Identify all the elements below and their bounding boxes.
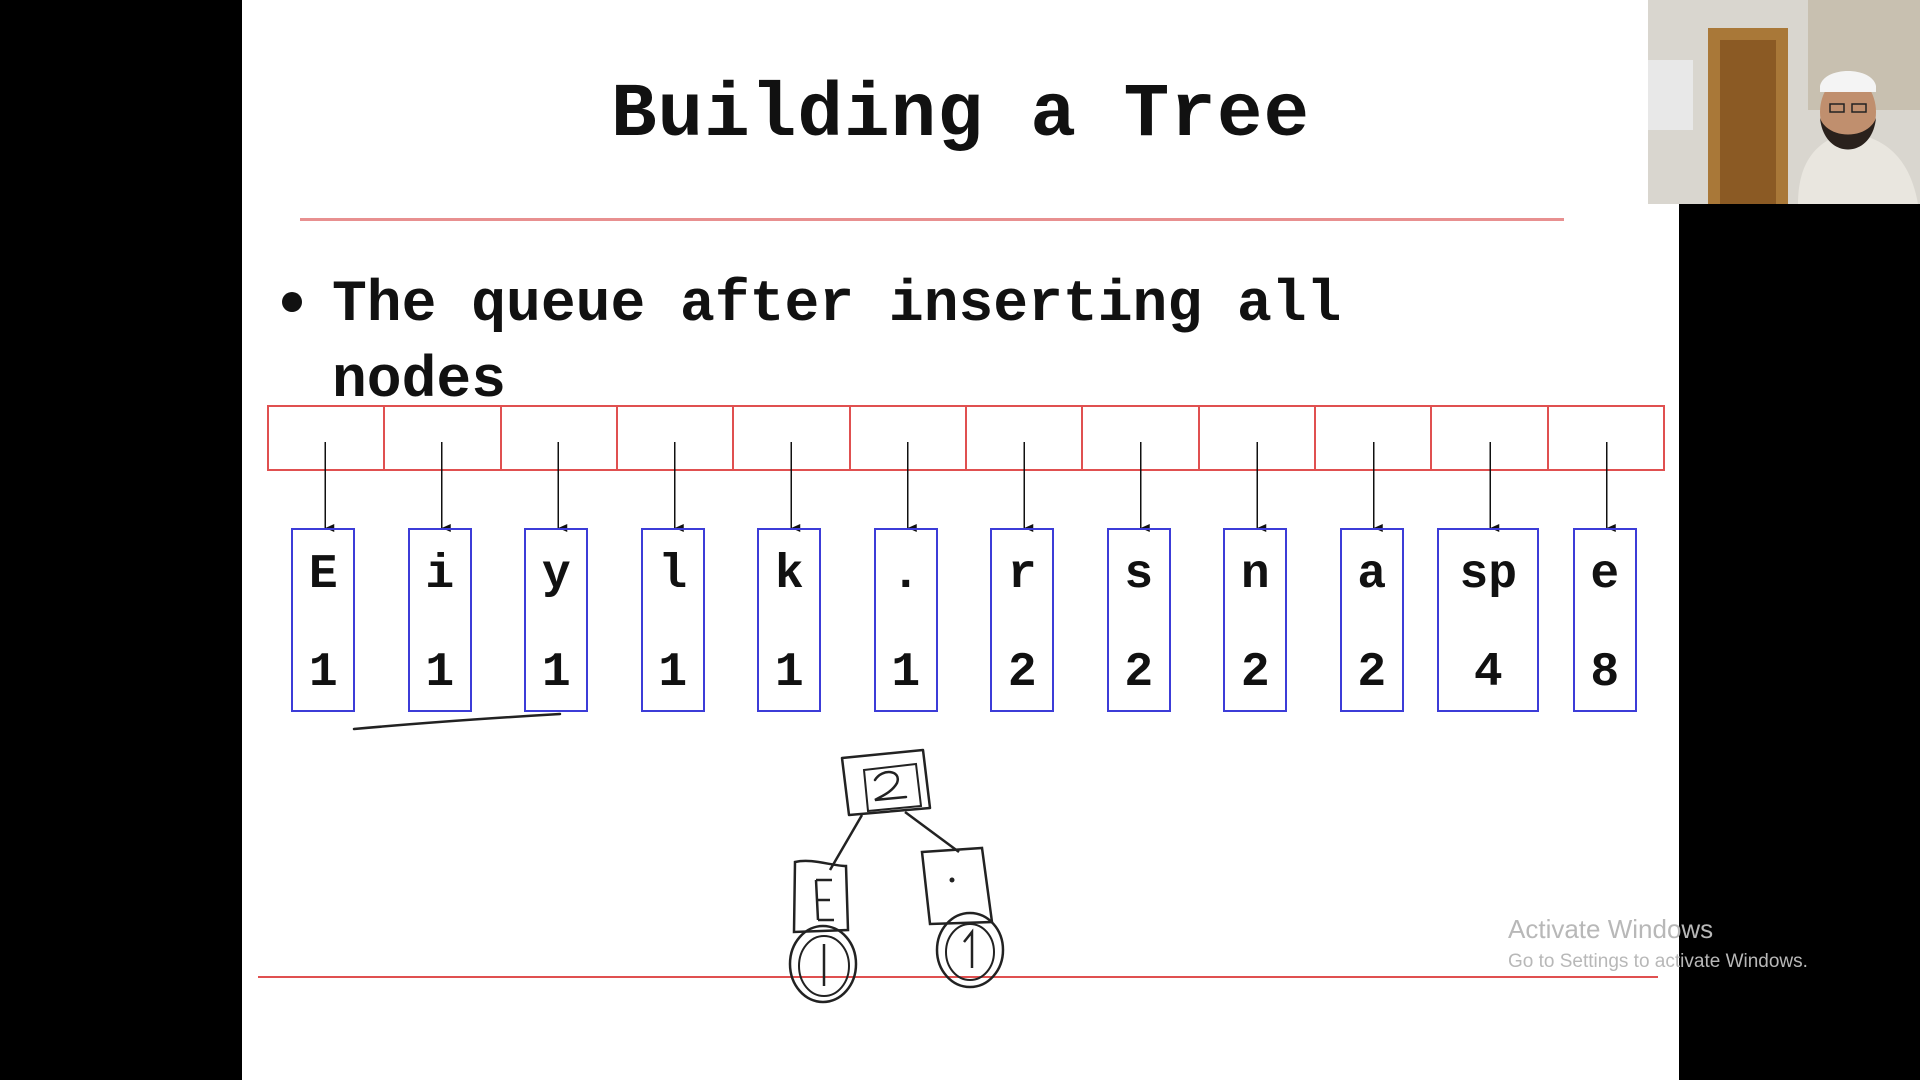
right-child-count-1 xyxy=(963,928,974,968)
queue-node: sp 4 xyxy=(1437,528,1540,712)
node-symbol: a xyxy=(1357,548,1387,602)
left-child-label-e xyxy=(814,878,834,922)
node-count: 1 xyxy=(774,646,804,700)
queue-cell xyxy=(615,407,732,469)
webcam-video[interactable] xyxy=(1648,0,1920,204)
underline-stroke xyxy=(352,712,562,731)
node-symbol: n xyxy=(1240,548,1270,602)
right-child-circle-inner xyxy=(945,923,995,981)
queue-node: .1 xyxy=(873,528,938,712)
handwritten-tree-annotation xyxy=(352,712,1005,1004)
node-symbol: r xyxy=(1007,548,1037,602)
edge-right xyxy=(904,810,960,854)
node-count: 2 xyxy=(1124,646,1154,700)
queue-cell xyxy=(848,407,965,469)
right-child-dot xyxy=(949,877,955,883)
queue-cell xyxy=(1081,407,1197,469)
node-count: 4 xyxy=(1473,646,1503,700)
activate-windows-title: Activate Windows xyxy=(1508,914,1714,944)
node-count: 1 xyxy=(308,646,338,700)
node-count: 8 xyxy=(1590,646,1620,700)
presentation-slide: Building a Tree The queue after insertin… xyxy=(242,0,1679,1080)
node-count: 1 xyxy=(425,646,455,700)
node-count: 1 xyxy=(658,646,688,700)
bullet-text: The queue after inserting all nodes xyxy=(332,273,1342,414)
right-child-circle xyxy=(935,911,1005,989)
webcam-feed-image xyxy=(1648,0,1920,204)
queue-cell xyxy=(1197,407,1314,469)
left-child-box xyxy=(792,859,850,934)
node-count: 1 xyxy=(541,646,571,700)
bullet-icon xyxy=(282,292,302,312)
queue-cell xyxy=(1546,407,1663,469)
edge-left xyxy=(828,814,864,871)
queue-array xyxy=(267,405,1665,471)
root-node-box xyxy=(840,748,932,817)
node-symbol: i xyxy=(425,548,455,602)
node-symbol: s xyxy=(1124,548,1154,602)
root-node-box-inner xyxy=(862,762,923,813)
slide-title: Building a Tree xyxy=(610,72,1311,158)
node-count: 1 xyxy=(891,646,921,700)
left-child-circle-inner xyxy=(798,935,850,997)
node-count: 2 xyxy=(1240,646,1270,700)
queue-cell xyxy=(383,407,499,469)
node-symbol: k xyxy=(774,548,804,602)
queue-cell xyxy=(1313,407,1430,469)
node-count: 2 xyxy=(1007,646,1037,700)
node-symbol: E xyxy=(308,548,338,602)
right-child-box xyxy=(920,846,994,926)
node-symbol: . xyxy=(891,548,921,602)
queue-cell xyxy=(732,407,848,469)
left-child-circle xyxy=(788,924,858,1004)
queue-cell xyxy=(499,407,616,469)
queue-cell xyxy=(1430,407,1546,469)
node-count: 2 xyxy=(1357,646,1387,700)
root-value-2 xyxy=(873,770,908,802)
node-symbol: e xyxy=(1590,548,1620,602)
activate-windows-subtitle: Go to Settings to activate Windows. xyxy=(1508,951,1808,972)
queue-cell xyxy=(964,407,1081,469)
title-divider xyxy=(300,218,1564,221)
node-symbol: l xyxy=(658,548,688,602)
node-symbol: y xyxy=(541,548,571,602)
node-symbol: sp xyxy=(1459,548,1518,602)
